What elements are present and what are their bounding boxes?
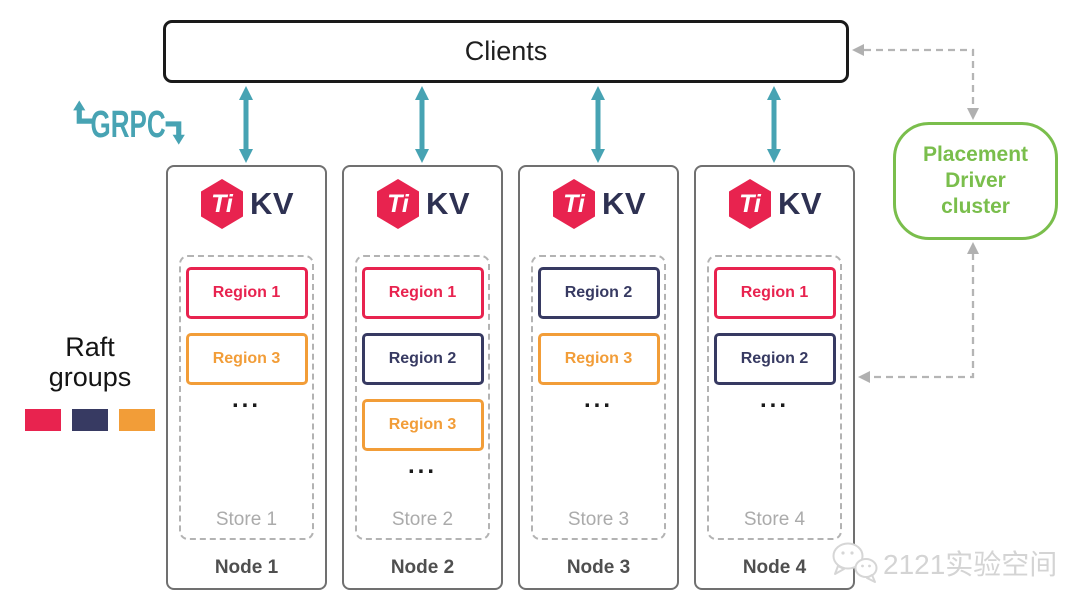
raft-group-swatches xyxy=(8,409,172,431)
chat-bubbles-icon xyxy=(832,542,878,583)
store-2-label: Store 2 xyxy=(391,509,454,530)
watermark: 2121实验空间 xyxy=(828,540,1057,586)
grpc-arrow-node-3 xyxy=(591,86,605,163)
tikv-kv-label: KV xyxy=(425,186,471,221)
tikv-mark: Ti xyxy=(387,190,410,218)
tikv-hexagon-icon: Ti xyxy=(728,179,771,229)
grpc-label: GRPC xyxy=(91,103,166,145)
region-box: Region 1 xyxy=(713,267,836,319)
node-4-label: Node 4 xyxy=(742,557,807,578)
store-1-box: Region 1 Region 3 ... Store 1 xyxy=(179,255,314,540)
ellipsis: ... xyxy=(407,452,437,479)
node-1-label: Node 1 xyxy=(214,557,279,578)
node-2-box: Ti KV Region 1 Region 2 Region 3 ... Store… xyxy=(342,165,503,590)
node-4-box: Ti KV Region 1 Region 2 ... Store 4 Node … xyxy=(694,165,855,590)
raft-group-swatch-region-2 xyxy=(72,409,108,431)
tikv-logo: Ti KV xyxy=(520,178,677,230)
node-2-label: Node 2 xyxy=(390,557,455,578)
region-box: Region 2 xyxy=(361,333,484,385)
tikv-mark: Ti xyxy=(739,190,762,218)
tikv-hexagon-icon: Ti xyxy=(200,179,243,229)
ellipsis: ... xyxy=(583,386,613,413)
store-4-label: Store 4 xyxy=(743,509,806,530)
region-box: Region 1 xyxy=(361,267,484,319)
tikv-logo: Ti KV xyxy=(344,178,501,230)
pd-line-2: Driver xyxy=(945,169,1006,192)
region-box: Region 3 xyxy=(537,333,660,385)
raft-group-swatch-region-1 xyxy=(25,409,61,431)
store-4-box: Region 1 Region 2 ... Store 4 xyxy=(707,255,842,540)
tikv-kv-label: KV xyxy=(777,186,823,221)
raft-group-swatch-region-3 xyxy=(119,409,155,431)
tikv-logo: Ti KV xyxy=(168,178,325,230)
tikv-mark: Ti xyxy=(211,190,234,218)
region-box: Region 2 xyxy=(537,267,660,319)
region-box: Region 1 xyxy=(185,267,308,319)
store-3-box: Region 2 Region 3 ... Store 3 xyxy=(531,255,666,540)
grpc-arrow-node-2 xyxy=(415,86,429,163)
raft-groups-legend: Raft groups xyxy=(8,332,172,431)
raft-legend-line-2: groups xyxy=(48,362,132,392)
clients-label: Clients xyxy=(464,36,548,66)
tikv-kv-label: KV xyxy=(249,186,295,221)
pd-node-connector xyxy=(858,242,979,383)
tikv-kv-label: KV xyxy=(601,186,647,221)
store-2-box: Region 1 Region 2 Region 3 ... Store 2 xyxy=(355,255,490,540)
grpc-arrow-node-4 xyxy=(767,86,781,163)
region-box: Region 3 xyxy=(185,333,308,385)
grpc-arrow-node-1 xyxy=(239,86,253,163)
node-3-box: Ti KV Region 2 Region 3 ... Store 3 Node … xyxy=(518,165,679,590)
tikv-mark: Ti xyxy=(563,190,586,218)
ellipsis: ... xyxy=(231,386,261,413)
store-1-label: Store 1 xyxy=(215,509,278,530)
store-3-regions: Region 2 Region 3 xyxy=(533,267,664,385)
tikv-hexagon-icon: Ti xyxy=(552,179,595,229)
ellipsis: ... xyxy=(759,386,789,413)
region-box: Region 2 xyxy=(713,333,836,385)
node-1-box: Ti KV Region 1 Region 3 ... Store 1 Node … xyxy=(166,165,327,590)
pd-line-1: Placement xyxy=(922,143,1029,166)
region-box: Region 3 xyxy=(361,399,484,451)
clients-box: Clients xyxy=(163,20,849,83)
grpc-logo: GRPC xyxy=(68,96,190,155)
grpc-logo-icon: GRPC xyxy=(73,100,185,145)
tikv-logo: Ti KV xyxy=(696,178,853,230)
node-3-label: Node 3 xyxy=(566,557,631,578)
store-2-regions: Region 1 Region 2 Region 3 xyxy=(357,267,488,451)
store-1-regions: Region 1 Region 3 xyxy=(181,267,312,385)
tikv-hexagon-icon: Ti xyxy=(376,179,419,229)
pd-line-3: cluster xyxy=(941,195,1010,218)
store-3-label: Store 3 xyxy=(567,509,630,530)
pd-clients-connector xyxy=(852,44,979,120)
watermark-text: 2121实验空间 xyxy=(883,549,1058,580)
store-4-regions: Region 1 Region 2 xyxy=(709,267,840,385)
raft-legend-line-1: Raft xyxy=(65,332,115,362)
placement-driver-cluster-box: Placement Driver cluster xyxy=(893,122,1058,240)
